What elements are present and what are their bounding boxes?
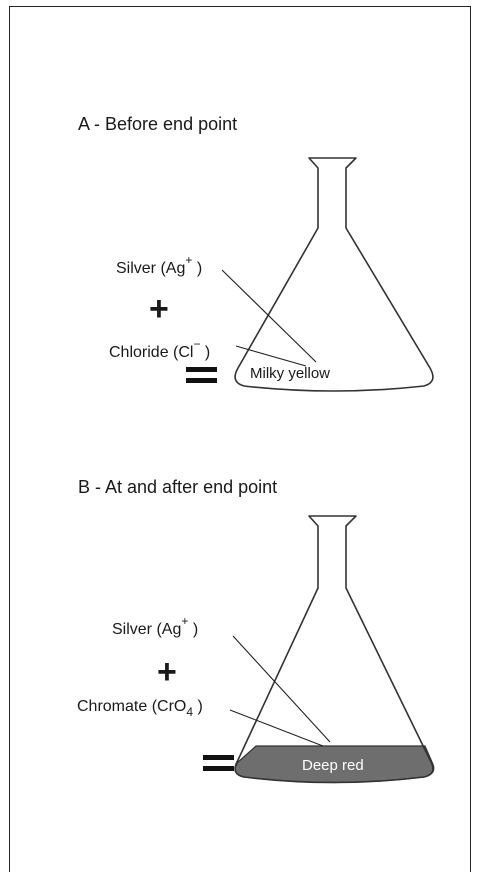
plus-sign-b: + [157, 653, 177, 691]
leader-line-chromate-b [229, 709, 324, 747]
leader-line-silver-b [232, 635, 331, 743]
equals-sign-a [186, 367, 217, 372]
panel-a-title: A - Before end point [78, 114, 237, 134]
leader-line-chloride-a [235, 345, 307, 367]
flask-b [234, 515, 434, 784]
panel-a: A - Before end point Silver (Ag+ ) + Chl… [78, 114, 434, 392]
plus-sign-a: + [149, 290, 169, 328]
leader-line-silver-a [221, 269, 317, 363]
panel-b: B - At and after end point Silver (Ag+ )… [77, 477, 435, 784]
silver-label-a: Silver (Ag+ ) [116, 253, 202, 277]
panel-b-title: B - At and after end point [78, 477, 277, 497]
equals-sign-b [203, 755, 234, 760]
figure-frame [9, 6, 471, 872]
flask-a [234, 157, 434, 392]
silver-label-b: Silver (Ag+ ) [112, 614, 198, 638]
solution-label-a: Milky yellow [250, 365, 330, 382]
solution-label-b: Deep red [302, 757, 364, 774]
chloride-label-a: Chloride (Cl− ) [109, 337, 210, 361]
chromate-label-b: Chromate (CrO4 ) [77, 698, 203, 719]
